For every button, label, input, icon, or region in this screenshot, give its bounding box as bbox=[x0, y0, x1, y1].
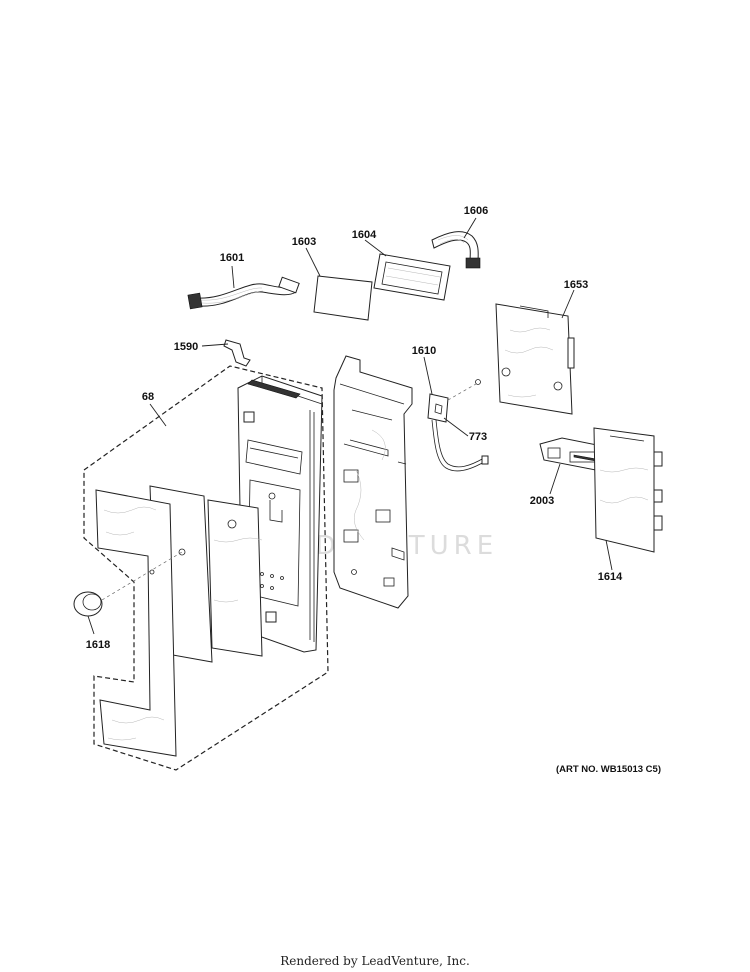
leader-lines bbox=[87, 217, 613, 635]
footer-rendered-by: Rendered by LeadVenture, Inc. bbox=[280, 954, 470, 968]
part-68-assembly-outline bbox=[83, 365, 329, 771]
label-1606: 1606 bbox=[464, 205, 488, 217]
label-1614: 1614 bbox=[598, 571, 623, 583]
label-1590: 1590 bbox=[174, 341, 198, 353]
part-1604-display[interactable] bbox=[373, 253, 451, 301]
part-labels: 1601 1603 1604 1606 1653 1590 1610 68 77… bbox=[86, 205, 623, 651]
part-1614-board[interactable] bbox=[593, 427, 663, 553]
mounting-bracket[interactable] bbox=[333, 355, 413, 609]
label-773: 773 bbox=[469, 431, 487, 443]
label-1610: 1610 bbox=[412, 345, 436, 357]
part-1610-switch[interactable] bbox=[427, 379, 481, 423]
label-1603: 1603 bbox=[292, 236, 316, 248]
label-1604: 1604 bbox=[352, 229, 377, 241]
part-1606-ribbon-cable[interactable] bbox=[431, 231, 481, 269]
art-number: (ART NO. WB15013 C5) bbox=[556, 764, 661, 775]
part-1590-bracket[interactable] bbox=[223, 339, 251, 367]
label-68: 68 bbox=[142, 391, 154, 403]
part-1618-knob[interactable] bbox=[73, 591, 103, 617]
part-773-wire-harness[interactable] bbox=[431, 419, 489, 472]
part-1601-ribbon-cable[interactable] bbox=[187, 276, 300, 310]
label-1601: 1601 bbox=[220, 252, 244, 264]
front-door-trim[interactable] bbox=[95, 489, 177, 757]
part-1603-sheet[interactable] bbox=[313, 275, 373, 321]
label-1653: 1653 bbox=[564, 279, 588, 291]
part-1653-board[interactable] bbox=[495, 303, 575, 415]
label-2003: 2003 bbox=[530, 495, 554, 507]
membrane-sheet[interactable] bbox=[207, 499, 263, 657]
label-1618: 1618 bbox=[86, 639, 110, 651]
